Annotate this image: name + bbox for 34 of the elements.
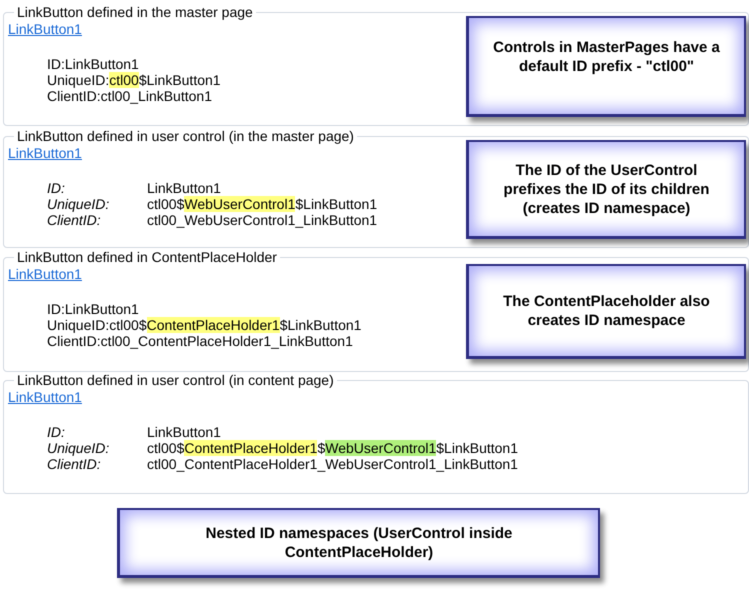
- property-value: LinkButton1: [147, 424, 221, 440]
- callout-text: Controls in MasterPages have a default ID prefix - "ctl00": [492, 38, 721, 76]
- property-value: LinkButton1: [147, 180, 221, 196]
- callout-box: [466, 16, 746, 117]
- property-label: ClientID:: [47, 456, 101, 472]
- property-value: ctl00$WebUserControl1$LinkButton1: [147, 196, 378, 212]
- property-label: UniqueID:: [47, 196, 110, 212]
- group-heading: LinkButton defined in user control (in content page): [14, 372, 337, 388]
- property-text: ID:LinkButton1: [47, 56, 139, 72]
- property-label: UniqueID:: [47, 440, 110, 456]
- property-label: ID:: [47, 180, 65, 196]
- group-heading: LinkButton defined in ContentPlaceHolder: [14, 249, 280, 265]
- link: LinkButton1: [8, 21, 82, 37]
- callout-text: Nested ID namespaces (UserControl inside ContentPlaceHolder): [204, 524, 514, 562]
- callout-text: The ContentPlaceholder also creates ID namespace: [502, 292, 711, 330]
- property-label: ID:: [47, 424, 65, 440]
- link: LinkButton1: [8, 266, 82, 282]
- link: LinkButton1: [8, 389, 82, 405]
- property-text: ClientID:ctl00_ContentPlaceHolder1_LinkButton1: [47, 333, 353, 349]
- property-text: ID:LinkButton1: [47, 301, 139, 317]
- property-value: ctl00_WebUserControl1_LinkButton1: [147, 212, 378, 228]
- property-text: UniqueID:ctl00$ContentPlaceHolder1$LinkButton1: [47, 317, 362, 333]
- group-heading: LinkButton defined in the master page: [14, 4, 256, 20]
- property-value: ctl00$ContentPlaceHolder1$WebUserControl1$LinkButton1: [147, 440, 518, 456]
- link: LinkButton1: [8, 145, 82, 161]
- property-value: ctl00_ContentPlaceHolder1_WebUserControl1_LinkButton1: [147, 456, 518, 472]
- callout-text: The ID of the UserControl prefixes the ID of its children (creates ID namespace): [502, 160, 710, 218]
- group-heading: LinkButton defined in user control (in the master page): [14, 128, 357, 144]
- property-text: ClientID:ctl00_LinkButton1: [47, 88, 212, 104]
- property-text: UniqueID:ctl00$LinkButton1: [47, 72, 221, 88]
- callout-box: [466, 264, 746, 359]
- property-label: ClientID:: [47, 212, 101, 228]
- callout-box: [466, 140, 746, 239]
- callout-box: [117, 508, 600, 578]
